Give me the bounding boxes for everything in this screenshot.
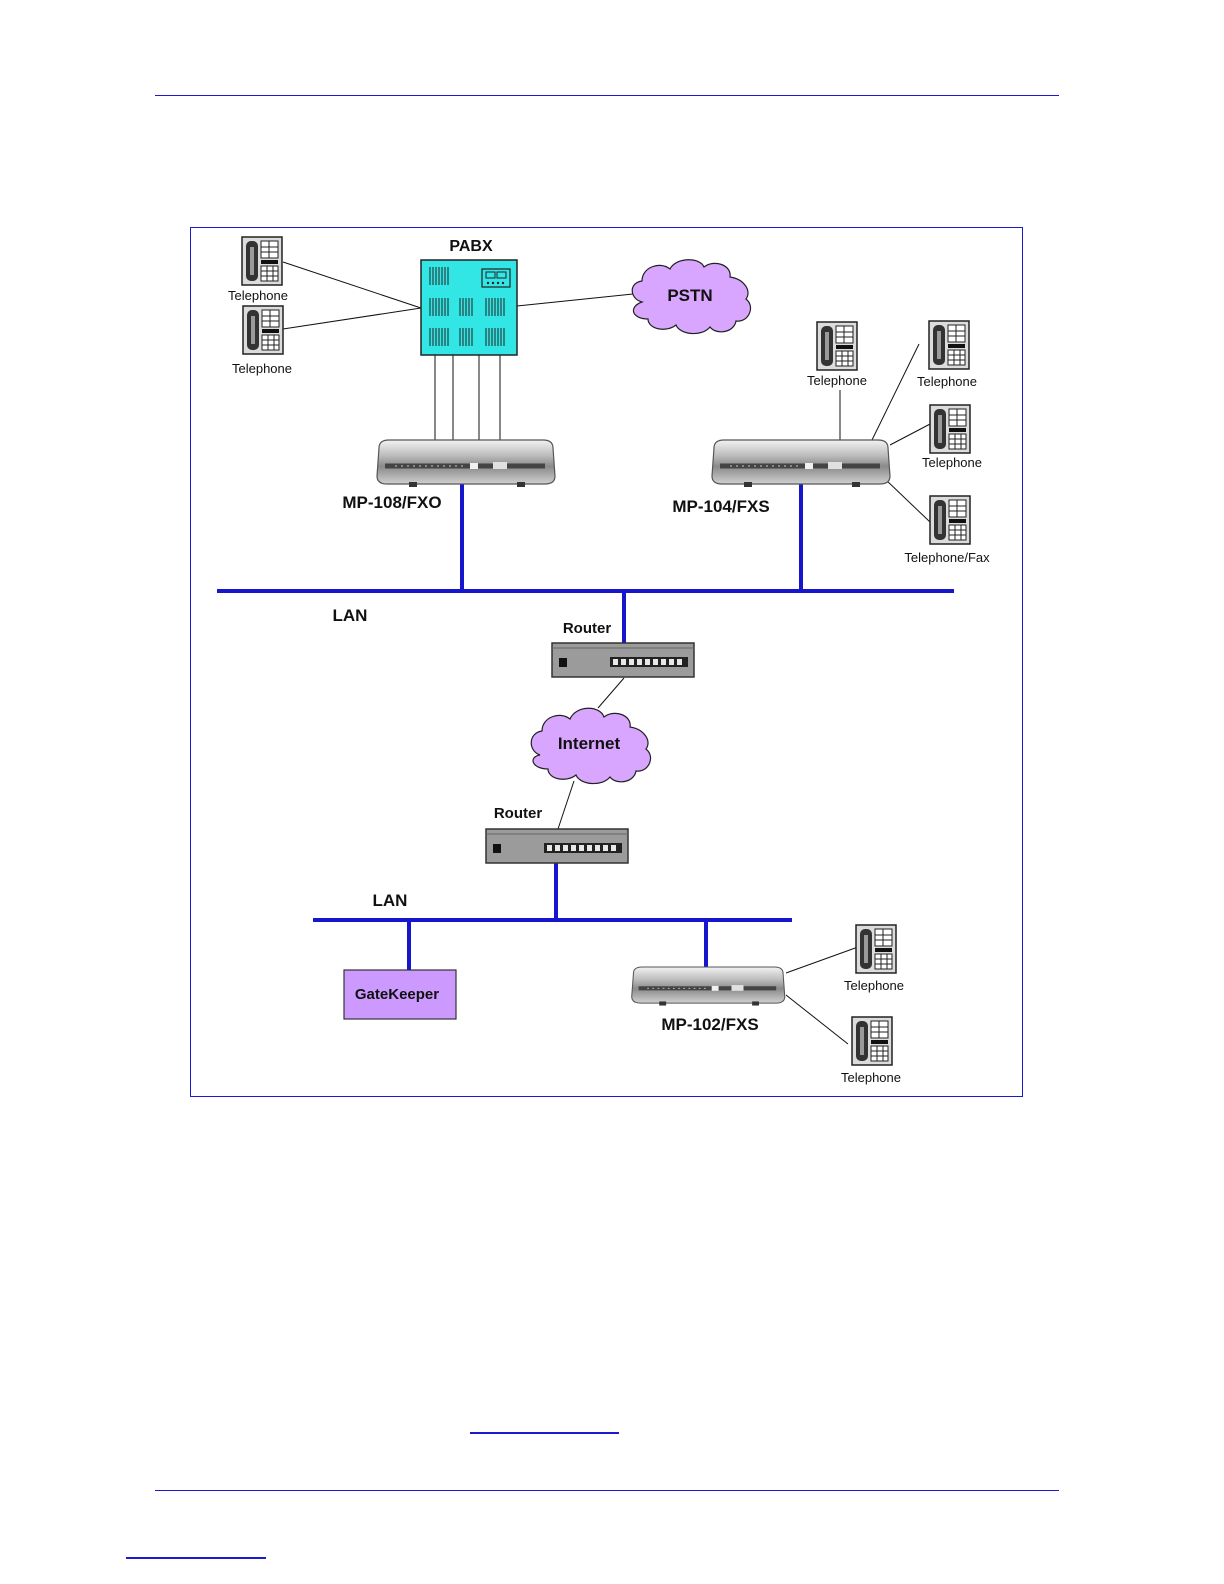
telephone-label: Telephone — [232, 361, 292, 376]
mp104-label: MP-104/FXS — [672, 497, 769, 516]
header-rule — [155, 95, 1059, 96]
pabx-unit — [421, 260, 517, 355]
phone-icon — [852, 1017, 892, 1065]
telephone-label: Telephone — [841, 1070, 901, 1085]
phone-icon — [243, 306, 283, 354]
footer-rule — [155, 1490, 1059, 1491]
mp108-label: MP-108/FXO — [342, 493, 441, 512]
router-top-device — [552, 643, 694, 677]
phone-icon — [856, 925, 896, 973]
router-bottom-device — [486, 829, 628, 863]
phone-icon — [817, 322, 857, 370]
telephone-label: Telephone — [922, 455, 982, 470]
pstn-label: PSTN — [667, 286, 712, 305]
mp108-device — [377, 440, 555, 487]
telephone-fax-label: Telephone/Fax — [904, 550, 990, 565]
gatekeeper-label: GateKeeper — [355, 986, 439, 1003]
network-diagram: PABX PSTN Internet MP-108/FXO MP-104/FXS… — [190, 227, 1024, 1098]
phone-icon — [929, 321, 969, 369]
lan-top-label: LAN — [333, 606, 368, 625]
lan-bottom-label: LAN — [373, 891, 408, 910]
telephone-label: Telephone — [844, 978, 904, 993]
phone-icon — [930, 405, 970, 453]
telephone-label: Telephone — [807, 373, 867, 388]
phone-icon — [930, 496, 970, 544]
telephone-label: Telephone — [228, 288, 288, 303]
link-underline — [470, 1432, 619, 1434]
mp102-device — [632, 967, 785, 1006]
router-bottom-label: Router — [494, 805, 542, 822]
phone-icon — [242, 237, 282, 285]
mp102-label: MP-102/FXS — [661, 1015, 758, 1034]
pabx-label: PABX — [449, 238, 493, 255]
mp104-device — [712, 440, 890, 487]
router-top-label: Router — [563, 620, 611, 637]
footer-link-underline — [126, 1557, 266, 1559]
telephone-label: Telephone — [917, 374, 977, 389]
internet-label: Internet — [558, 734, 621, 753]
